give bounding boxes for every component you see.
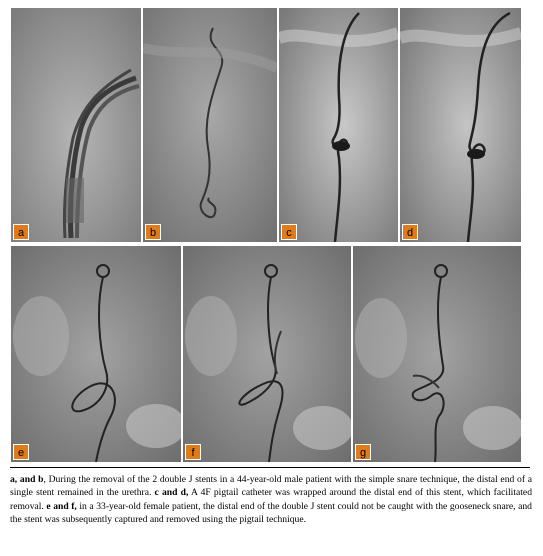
- xray-panel-d: d: [400, 8, 521, 242]
- xray-image-g: [353, 246, 521, 462]
- panel-label-f: f: [185, 444, 201, 460]
- xray-panel-g: g: [353, 246, 521, 462]
- caption-bold-ab: a, and b: [10, 474, 44, 485]
- panel-label-g: g: [355, 444, 371, 460]
- xray-panel-f: f: [183, 246, 351, 462]
- caption-text-ef: in a 33-year-old female patient, the dis…: [10, 500, 532, 526]
- xray-panel-c: c: [279, 8, 398, 242]
- xray-panel-e: e: [11, 246, 181, 462]
- caption-bold-cd: c and d,: [154, 487, 189, 499]
- caption-text-ab: , During the removal of the 2 double J s…: [10, 474, 533, 499]
- figure-caption: a, and b, During the removal of the 2 do…: [10, 473, 532, 527]
- xray-image-d: [400, 8, 521, 242]
- xray-image-a: [11, 8, 141, 242]
- xray-panel-b: b: [143, 8, 277, 242]
- xray-image-e: [11, 246, 181, 462]
- xray-image-b: [143, 8, 277, 242]
- panel-label-e: e: [13, 444, 29, 460]
- panel-label-b: b: [145, 224, 161, 240]
- xray-image-f: [183, 246, 351, 462]
- panel-label-a: a: [13, 224, 29, 240]
- caption-divider: [10, 467, 530, 468]
- caption-bold-ef: e and f,: [46, 500, 77, 512]
- panel-label-d: d: [402, 224, 418, 240]
- xray-panel-a: a: [11, 8, 141, 242]
- panel-label-c: c: [281, 224, 297, 240]
- caption-text-cd: A 4F pigtail catheter was wrapped around…: [10, 487, 532, 512]
- xray-image-c: [279, 8, 398, 242]
